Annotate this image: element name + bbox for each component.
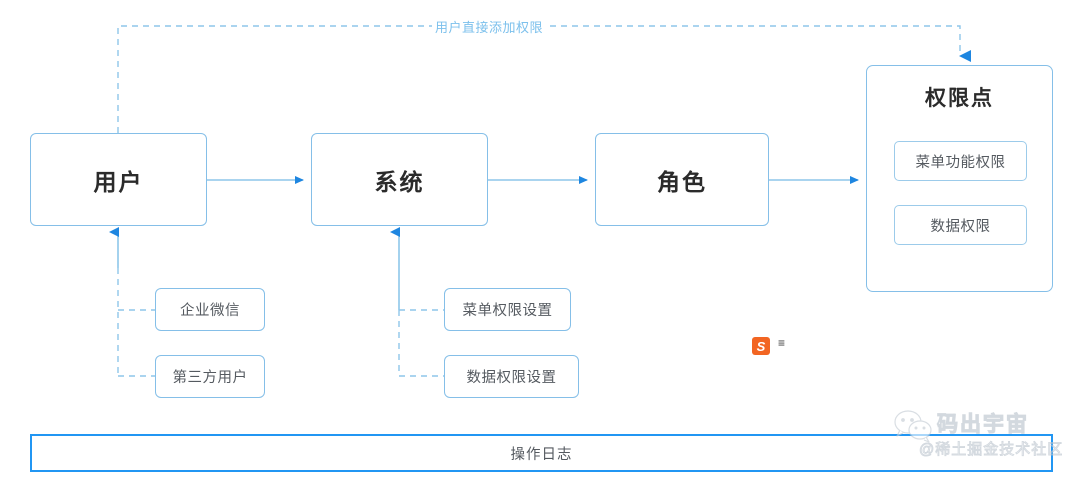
footer-operation-log-bar[interactable]: 操作日志: [30, 434, 1053, 472]
leaf-menu-permission-setting[interactable]: 菜单权限设置: [444, 288, 571, 331]
permission-panel-title: 权限点: [925, 87, 994, 110]
sogou-ime-icon: S: [752, 337, 770, 355]
node-role-label: 角色: [657, 168, 707, 195]
chip-data-label: 数据权限: [930, 218, 991, 235]
connector-system-settings: [390, 227, 444, 377]
leaf-third-party-user-label: 第三方用户: [172, 370, 248, 386]
dashed-path-label: 用户直接添加权限: [432, 17, 547, 36]
node-user-label: 用户: [93, 168, 144, 195]
footer-operation-log-label: 操作日志: [510, 446, 573, 463]
chip-menu-label: 菜单功能权限: [915, 154, 1006, 171]
leaf-third-party-user[interactable]: 第三方用户: [155, 355, 265, 398]
node-role[interactable]: 角色: [595, 133, 769, 226]
connector-user-sources: [109, 227, 155, 377]
node-system[interactable]: 系统: [311, 133, 488, 226]
leaf-data-permission-setting[interactable]: 数据权限设置: [444, 355, 579, 398]
leaf-wecom[interactable]: 企业微信: [155, 288, 265, 331]
sogou-ime-letter: S: [756, 338, 766, 354]
leaf-menu-permission-setting-label: 菜单权限设置: [462, 303, 553, 319]
dashed-user-direct-permission: [117, 25, 971, 133]
node-permission-point[interactable]: 权限点 菜单功能权限 数据权限: [866, 65, 1053, 292]
leaf-wecom-label: 企业微信: [180, 303, 240, 319]
chip-data-permission[interactable]: 数据权限: [894, 205, 1027, 245]
ime-menu-icon: ≡: [778, 336, 786, 350]
leaf-data-permission-setting-label: 数据权限设置: [466, 370, 557, 386]
chip-menu-function-permission[interactable]: 菜单功能权限: [894, 141, 1027, 181]
node-user[interactable]: 用户: [30, 133, 207, 226]
node-system-label: 系统: [374, 168, 425, 195]
